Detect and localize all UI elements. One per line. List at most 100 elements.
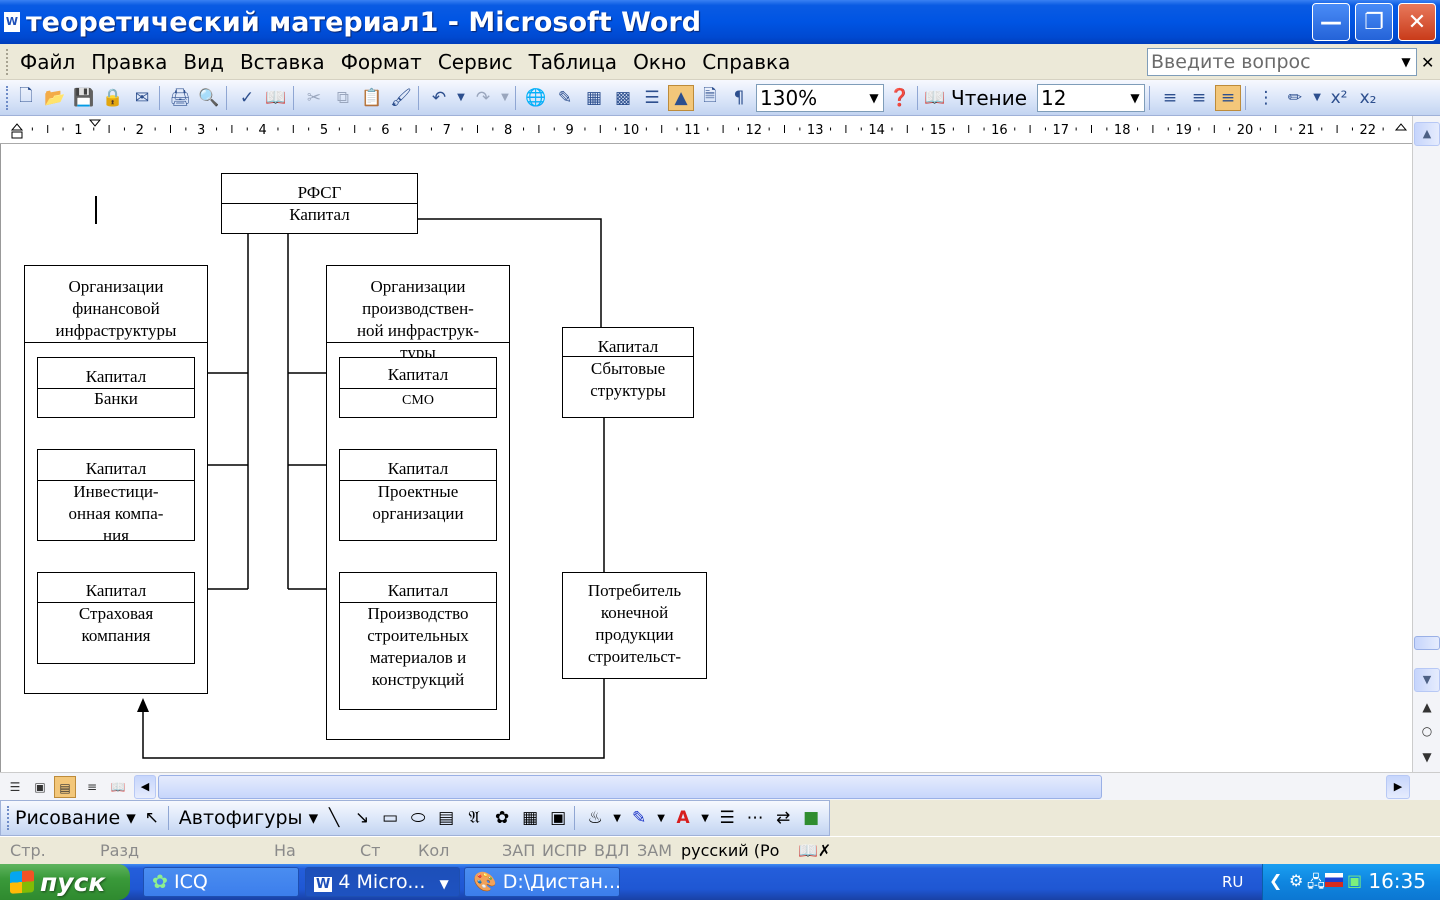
reading-view-icon[interactable]: 📖	[110, 780, 126, 794]
bullets-icon[interactable]: ⋮	[1257, 87, 1275, 108]
select-objects-icon[interactable]: ↖	[144, 808, 159, 828]
input-language-indicator[interactable]: RU	[1222, 873, 1244, 891]
redo-dropdown-icon[interactable]: ▼	[501, 92, 509, 103]
font-color-icon[interactable]: A	[676, 808, 690, 828]
close-button[interactable]: ✕	[1398, 3, 1436, 41]
toolbar-grip[interactable]	[6, 85, 10, 110]
redo-icon[interactable]: ↷	[475, 87, 491, 108]
menu-tools[interactable]: Сервис	[437, 49, 513, 74]
word-app-icon[interactable]: W	[4, 12, 20, 32]
rectangle-tool-icon[interactable]: ▭	[382, 808, 399, 828]
drawing-menu-button[interactable]: Рисование ▾	[15, 807, 136, 829]
justify-icon[interactable]: ≡	[1215, 84, 1242, 111]
start-button[interactable]: пуск	[0, 864, 130, 900]
print-preview-icon[interactable]: 🔍	[198, 87, 220, 108]
menu-grip[interactable]	[6, 48, 12, 75]
normal-view-icon[interactable]: ☰	[9, 780, 21, 794]
status-track-changes[interactable]: ИСПР	[542, 841, 587, 860]
arrow-tool-icon[interactable]: ↘	[355, 808, 370, 828]
subscript-icon[interactable]: x₂	[1359, 87, 1377, 108]
font-size-dropdown-icon[interactable]: ▼	[1130, 90, 1140, 105]
tray-app-icon[interactable]: ⚙	[1289, 871, 1304, 890]
next-page-icon[interactable]: ▼	[1422, 750, 1432, 764]
scroll-right-button[interactable]: ▶	[1386, 775, 1410, 799]
status-overtype[interactable]: ЗАМ	[637, 841, 673, 860]
status-language[interactable]: русский (Ро	[681, 841, 780, 860]
save-icon[interactable]: 💾	[73, 87, 95, 108]
diagram-icon[interactable]: ✿	[495, 808, 510, 828]
open-folder-icon[interactable]: 📂	[44, 87, 66, 108]
fill-color-dropdown-icon[interactable]: ▼	[613, 812, 621, 824]
line-color-dropdown-icon[interactable]: ▼	[657, 812, 665, 824]
spelling-status-icon[interactable]: 📖✗	[798, 841, 832, 860]
hyperlink-icon[interactable]: 🌐	[525, 87, 547, 108]
help-dropdown-icon[interactable]: ▼	[1401, 55, 1411, 69]
taskbar-item-icq[interactable]: ✿ ICQ	[143, 867, 299, 897]
select-browse-object-icon[interactable]: ○	[1421, 724, 1433, 738]
fill-color-icon[interactable]: ♨	[587, 808, 603, 828]
wordart-icon[interactable]: 𝔄	[468, 808, 480, 828]
insert-table-icon[interactable]: ▦	[585, 87, 603, 108]
network-icon[interactable]: 🖧	[1307, 872, 1325, 891]
minimize-button[interactable]: —	[1312, 3, 1350, 41]
line-style-icon[interactable]: ☰	[719, 808, 735, 828]
menu-window[interactable]: Окно	[633, 49, 687, 74]
format-painter-icon[interactable]: 🖌	[390, 87, 412, 108]
tables-borders-icon[interactable]: ✎	[557, 87, 573, 108]
menu-help[interactable]: Справка	[702, 49, 791, 74]
line-color-icon[interactable]: ✎	[632, 808, 647, 828]
undo-dropdown-icon[interactable]: ▼	[457, 92, 465, 103]
menu-table[interactable]: Таблица	[528, 49, 618, 74]
line-tool-icon[interactable]: ╲	[329, 808, 340, 828]
align-left-icon[interactable]: ≡	[1162, 87, 1178, 108]
spelling-icon[interactable]: ✓	[239, 87, 255, 108]
cut-icon[interactable]: ✂	[306, 87, 322, 108]
permission-icon[interactable]: 🔒	[102, 87, 124, 108]
paste-icon[interactable]: 📋	[361, 87, 383, 108]
previous-page-icon[interactable]: ▲	[1422, 700, 1432, 714]
show-formatting-icon[interactable]: ¶	[733, 87, 745, 108]
picture-icon[interactable]: ▣	[550, 808, 567, 828]
dash-style-icon[interactable]: ⋯	[746, 808, 764, 828]
clip-art-icon[interactable]: ▦	[522, 808, 539, 828]
zoom-dropdown-icon[interactable]: ▼	[869, 90, 879, 105]
vertical-scroll-thumb[interactable]	[1414, 636, 1440, 650]
print-layout-icon[interactable]: ▤	[54, 776, 76, 798]
email-icon[interactable]: ✉	[134, 87, 150, 108]
vertical-scrollbar[interactable]: ▲ ▼ ▲ ○ ▼	[1412, 116, 1440, 772]
horizontal-scroll-thumb[interactable]	[158, 775, 1102, 799]
help-icon[interactable]: ❓	[889, 87, 911, 108]
highlight-dropdown-icon[interactable]: ▼	[1313, 92, 1321, 103]
menu-format[interactable]: Формат	[340, 49, 422, 74]
drawing-toggle-icon[interactable]: ▲	[668, 84, 694, 111]
highlight-icon[interactable]: ✏	[1287, 87, 1303, 108]
autoshapes-menu-button[interactable]: Автофигуры ▾	[178, 807, 319, 829]
align-center-icon[interactable]: ≡	[1191, 87, 1207, 108]
scroll-down-button[interactable]: ▼	[1414, 668, 1440, 692]
help-question-input[interactable]: Введите вопрос ▼	[1147, 48, 1417, 76]
reading-layout-icon[interactable]: 📖	[924, 87, 946, 108]
superscript-icon[interactable]: x²	[1330, 87, 1348, 108]
group-dropdown-icon[interactable]: ▼	[439, 877, 449, 891]
shadow-style-icon[interactable]: ■	[803, 808, 820, 828]
columns-icon[interactable]: ☰	[644, 87, 660, 108]
scroll-up-button[interactable]: ▲	[1414, 122, 1440, 146]
scroll-left-button[interactable]: ◀	[134, 775, 156, 799]
reading-layout-button[interactable]: Чтение	[951, 85, 1028, 110]
font-size-select[interactable]: 12 ▼	[1037, 83, 1146, 112]
print-icon[interactable]: 🖨	[169, 87, 191, 108]
right-indent-marker[interactable]	[1394, 123, 1408, 131]
arrow-style-icon[interactable]: ⇄	[776, 808, 791, 828]
taskbar-item-folder[interactable]: 🎨 D:\Дистан...	[464, 867, 620, 897]
outline-view-icon[interactable]: ≡	[86, 780, 98, 794]
document-close-icon[interactable]: ✕	[1421, 53, 1435, 72]
text-box-icon[interactable]: ▤	[438, 808, 455, 828]
zoom-select[interactable]: 130% ▼	[756, 83, 884, 112]
russian-flag-icon[interactable]	[1325, 873, 1343, 887]
first-line-indent-marker[interactable]	[88, 119, 102, 127]
menu-file[interactable]: Файл	[20, 49, 76, 74]
oval-tool-icon[interactable]: ⬭	[410, 808, 426, 828]
taskbar-item-word[interactable]: W 4 Micro... ▼	[305, 867, 460, 897]
tray-expand-icon[interactable]: ❮	[1269, 871, 1283, 890]
maximize-button[interactable]: ❐	[1355, 3, 1393, 41]
